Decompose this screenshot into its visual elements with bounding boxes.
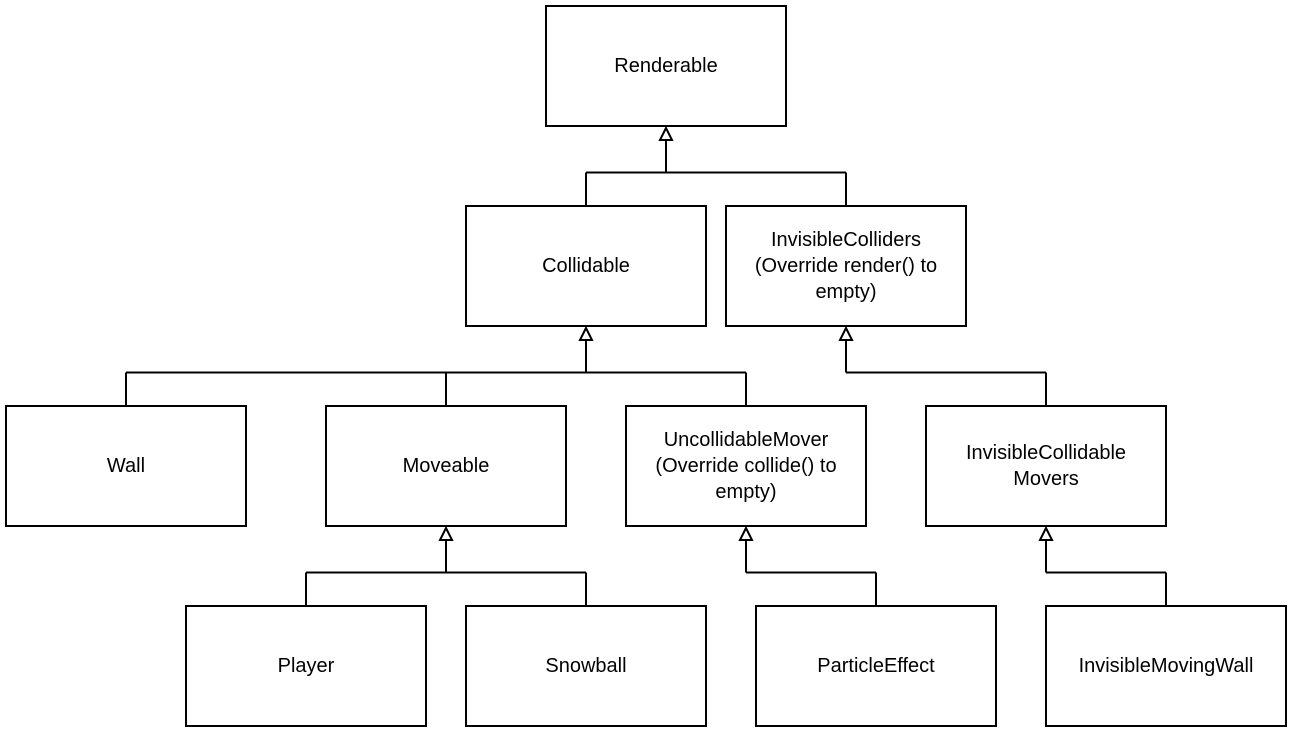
collidable-label: Collidable xyxy=(542,255,630,277)
invisible-moving-wall-class-box: InvisibleMovingWall xyxy=(1045,605,1287,727)
collidable-class-box: Collidable xyxy=(465,205,707,327)
invisible-colliders-class-box: InvisibleColliders (Override render() to… xyxy=(725,205,967,327)
player-class-box: Player xyxy=(185,605,427,727)
wall-label: Wall xyxy=(106,455,146,477)
particle-effect-label: ParticleEffect xyxy=(817,655,935,677)
snowball-class-box: Snowball xyxy=(465,605,707,727)
player-label: Player xyxy=(277,655,335,677)
invisible-collidable-movers-label: InvisibleCollidable Movers xyxy=(965,442,1127,490)
inheritance-arrowhead-renderable xyxy=(658,125,674,141)
moveable-class-box: Moveable xyxy=(325,405,567,527)
renderable-label: Renderable xyxy=(614,55,718,77)
particle-effect-class-box: ParticleEffect xyxy=(755,605,997,727)
inheritance-arrowhead-uncollidable_mover xyxy=(738,525,754,541)
renderable-class-box: Renderable xyxy=(545,5,787,127)
moveable-label: Moveable xyxy=(402,455,490,477)
uncollidable-mover-class-box: UncollidableMover (Override collide() to… xyxy=(625,405,867,527)
snowball-label: Snowball xyxy=(545,655,627,677)
inheritance-arrowhead-invisible_collidable_movers xyxy=(1038,525,1054,541)
wall-class-box: Wall xyxy=(5,405,247,527)
inheritance-arrowhead-invisible_colliders xyxy=(838,325,854,341)
invisible-collidable-movers-class-box: InvisibleCollidable Movers xyxy=(925,405,1167,527)
invisible-colliders-label: InvisibleColliders (Override render() to… xyxy=(754,229,938,303)
inheritance-arrowhead-moveable xyxy=(438,525,454,541)
invisible-moving-wall-label: InvisibleMovingWall xyxy=(1078,655,1254,677)
uncollidable-mover-label: UncollidableMover (Override collide() to… xyxy=(655,429,837,503)
inheritance-arrowhead-collidable xyxy=(578,325,594,341)
